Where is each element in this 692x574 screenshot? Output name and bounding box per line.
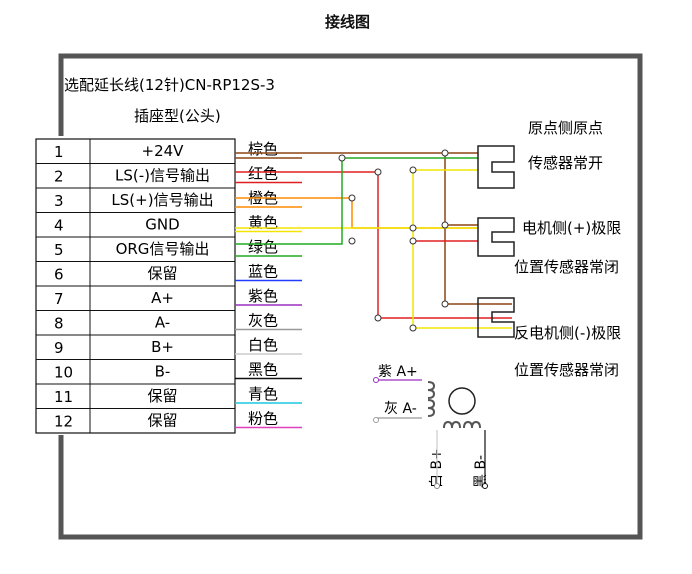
minus-sensor-label-2: 位置传感器常闭 [514,361,619,379]
wire-color-label: 白色 [248,336,278,354]
wire-color-label: 蓝色 [248,263,278,281]
pin-signal: ORG信号输出 [116,240,210,258]
motor-b-minus-label: 黑 B- [473,455,489,488]
junctions [338,149,449,332]
minus-limit-sensor-icon [477,297,515,338]
sensor-symbols [477,145,515,338]
minus-sensor-label-1: 反电机侧(-)极限 [514,324,621,342]
pin-number: 12 [54,413,73,431]
origin-sensor-label-1: 原点侧原点 [528,119,603,137]
wire-color-label: 灰色 [248,312,278,330]
pin-number: 2 [54,168,64,186]
pin-table: 1 +24V 2 LS(-)信号输出 3 LS(+)信号输出 4 GND 5 ORG信号输出 6 保留… [35,138,236,434]
red-wire [235,171,512,319]
pin-signal: GND [145,216,179,234]
wire-color-label: 青色 [248,385,278,403]
pin-number: 11 [54,388,73,406]
pin-signal: A+ [151,289,174,307]
pin-number: 3 [54,192,64,210]
wire-color-label: 棕色 [248,140,278,158]
pin-signal: B+ [151,338,174,356]
pin-number: 10 [54,364,73,382]
wire-color-label: 黄色 [248,214,278,232]
wire-color-label: 紫色 [248,287,278,305]
pin-number: 6 [54,266,64,284]
motor-symbol: 紫 A+ 灰 A- 白 B+ 黑 B- [373,364,489,489]
wire-color-label: 黑色 [248,361,278,379]
wire-color-label: 红色 [248,165,278,183]
plus-sensor-label-1: 电机侧(+)极限 [522,219,621,237]
pin-number: 4 [54,217,64,235]
outer-frame [58,53,643,540]
pin-signal: B- [155,363,171,381]
origin-sensor-label-2: 传感器常开 [528,154,603,172]
wire-color-label: 绿色 [248,238,278,256]
plus-limit-sensor-icon [477,217,515,257]
origin-sensor-icon [477,145,515,189]
diagram-title: 接线图 [325,13,371,31]
pin-number: 1 [54,143,64,161]
pin-signal: 保留 [147,265,177,283]
pin-number: 7 [54,290,64,308]
cable-model-text: 选配延长线(12针)CN-RP12S-3 [64,76,275,94]
wire-color-label: 粉色 [248,410,278,428]
pin-signal: 保留 [147,412,177,430]
connector-type-text: 插座型(公头) [134,107,221,125]
pin-signal: LS(+)信号输出 [111,191,213,209]
pin-signal: LS(-)信号输出 [115,167,210,185]
pin-signal: 保留 [147,387,177,405]
pin-signal: +24V [142,142,185,160]
plus-sensor-label-2: 位置传感器常闭 [514,258,619,276]
pin-number: 9 [54,339,64,357]
pin-number: 5 [54,241,64,259]
pin-signal: A- [155,314,170,332]
green-wire [235,157,478,245]
pin-number: 8 [54,315,64,333]
motor-a-minus-label: 灰 A- [384,401,417,417]
rotor-icon [448,387,476,415]
motor-a-plus-label: 紫 A+ [378,364,418,380]
